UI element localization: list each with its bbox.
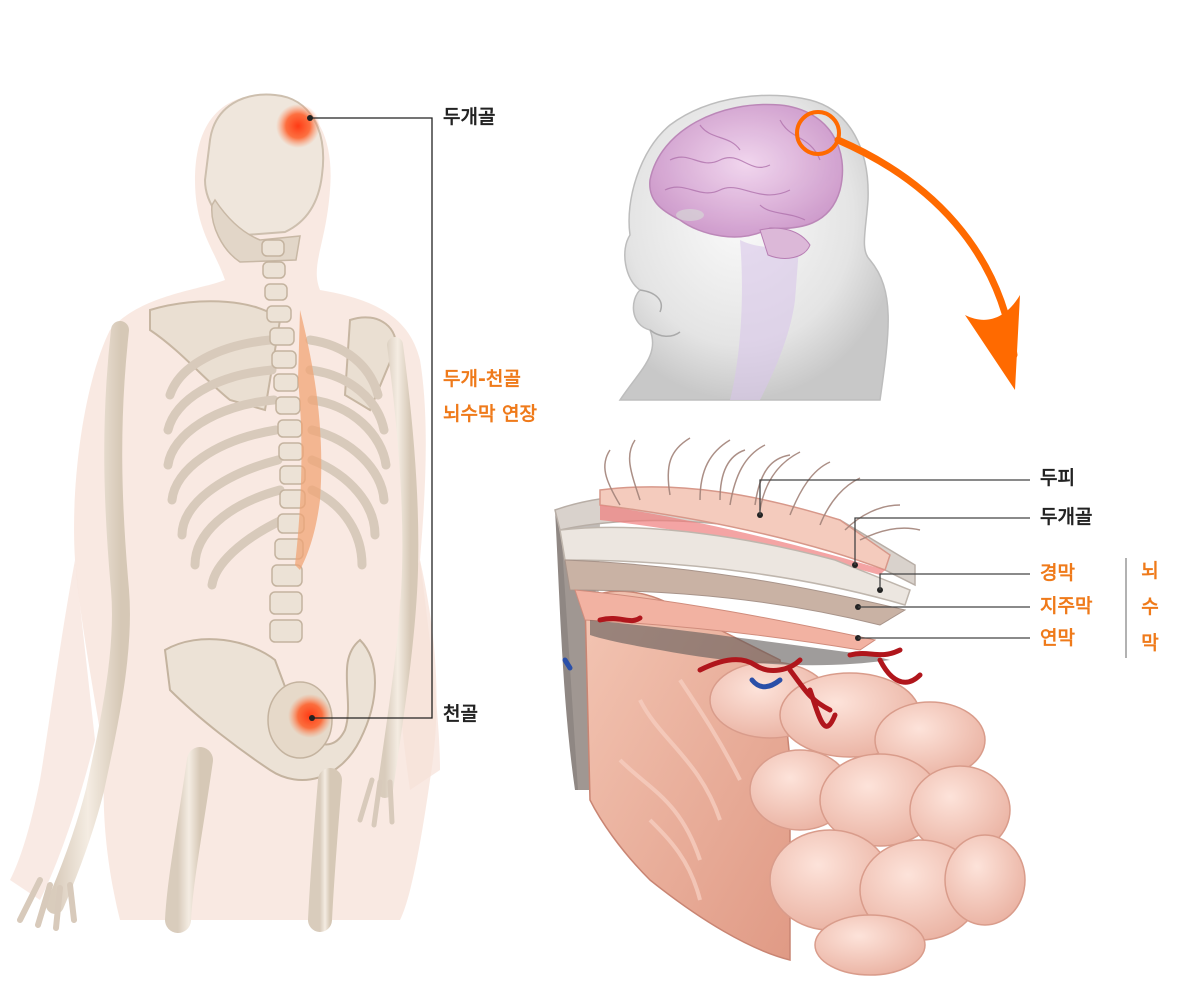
meninges-vertical-label: 뇌 수 막 bbox=[1138, 553, 1162, 661]
spine-bracket bbox=[310, 117, 433, 719]
brain-section bbox=[554, 437, 1026, 976]
label-skull-left: 두개골 bbox=[443, 106, 496, 128]
section-leader-lines bbox=[759, 479, 1030, 639]
skull-marker bbox=[276, 104, 320, 148]
body-silhouette bbox=[10, 94, 440, 921]
zoom-arrow bbox=[834, 136, 1020, 390]
label-sacrum: 천골 bbox=[443, 703, 478, 725]
meninges-char-3: 막 bbox=[1141, 632, 1159, 654]
label-skull-right: 두개골 bbox=[1040, 506, 1093, 528]
label-dura: 경막 bbox=[1040, 562, 1075, 584]
label-arachnoid: 지주막 bbox=[1040, 595, 1093, 617]
label-extension-line2: 뇌수막 연장 bbox=[443, 403, 538, 425]
meninges-char-1: 뇌 bbox=[1141, 560, 1159, 582]
label-scalp: 두피 bbox=[1040, 467, 1075, 489]
label-extension-line1: 두개-천골 bbox=[443, 368, 521, 390]
meninges-char-2: 수 bbox=[1141, 596, 1159, 618]
head-illustration bbox=[618, 94, 889, 401]
label-pia: 연막 bbox=[1040, 627, 1075, 649]
zoom-circle bbox=[795, 110, 841, 156]
